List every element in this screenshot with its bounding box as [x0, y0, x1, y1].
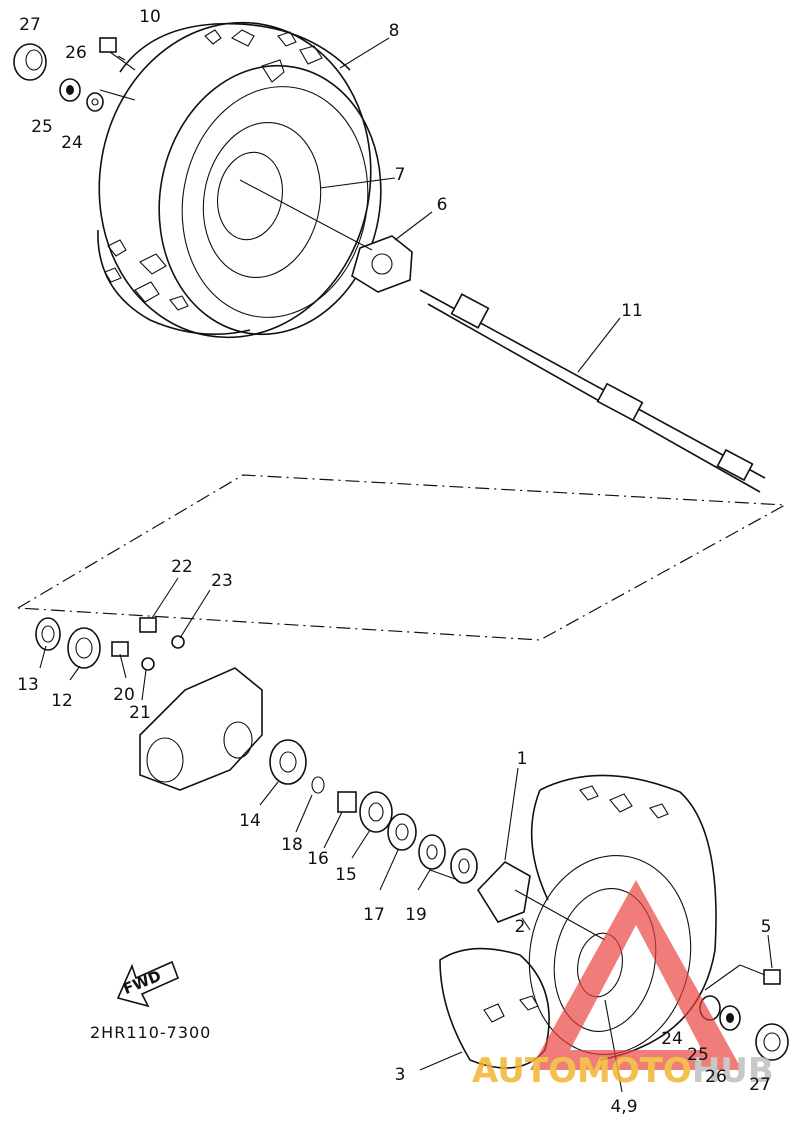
callout-17: 17 — [363, 905, 385, 925]
callout-27-top: 27 — [19, 15, 41, 35]
wheel-hub — [351, 235, 413, 293]
callout-5: 5 — [761, 917, 772, 937]
axle-shaft — [419, 289, 766, 493]
callout-10: 10 — [139, 7, 161, 27]
callout-24-bottom: 24 — [661, 1029, 683, 1049]
callout-15: 15 — [335, 865, 357, 885]
callout-2: 2 — [515, 917, 526, 937]
automotohub-watermark: AUTOMOTOHUB — [472, 880, 774, 1091]
callout-labels: 27 10 26 25 24 8 7 6 11 22 23 13 12 20 2… — [17, 7, 771, 1117]
callout-14: 14 — [239, 811, 261, 831]
callout-21: 21 — [129, 703, 151, 723]
callout-12: 12 — [51, 691, 73, 711]
callout-8: 8 — [389, 21, 400, 41]
callout-23: 23 — [211, 571, 233, 591]
fwd-arrow-icon: FWD — [116, 960, 180, 1008]
watermark-triangle-icon — [530, 880, 742, 1070]
tire-tread — [104, 29, 323, 311]
callout-13: 13 — [17, 675, 39, 695]
callout-16: 16 — [307, 849, 329, 869]
callout-20: 20 — [113, 685, 135, 705]
drawing-code: 2HR110-7300 — [90, 1023, 211, 1042]
lower-hub — [476, 861, 531, 923]
final-drive-case — [139, 667, 263, 791]
watermark-word-auto: AUTO — [472, 1051, 577, 1091]
callout-25-top: 25 — [31, 117, 53, 137]
callout-3: 3 — [395, 1065, 406, 1085]
callout-1: 1 — [517, 749, 528, 769]
callout-24-top: 24 — [61, 133, 83, 153]
left-seals — [35, 617, 185, 671]
top-tire-assembly — [97, 21, 382, 339]
dash-frame — [17, 474, 788, 641]
callout-11: 11 — [621, 301, 643, 321]
callout-27-bottom: 27 — [749, 1075, 771, 1095]
callout-25-bottom: 25 — [687, 1045, 709, 1065]
callout-18: 18 — [281, 835, 303, 855]
exploded-bearings — [269, 739, 478, 884]
svg-text:AUTOMOTOHUB: AUTOMOTOHUB — [472, 1051, 774, 1091]
leader-lines — [39, 37, 773, 1093]
callout-7: 7 — [395, 165, 406, 185]
callout-4-9: 4,9 — [610, 1097, 637, 1117]
watermark-word-hub: HUB — [692, 1051, 774, 1091]
callout-26-top: 26 — [65, 43, 87, 63]
callout-22: 22 — [171, 557, 193, 577]
callout-26-bottom: 26 — [705, 1067, 727, 1087]
watermark-word-moto: MOTO — [577, 1051, 692, 1091]
callout-19: 19 — [405, 905, 427, 925]
top-fasteners — [13, 37, 136, 112]
callout-6: 6 — [437, 195, 448, 215]
